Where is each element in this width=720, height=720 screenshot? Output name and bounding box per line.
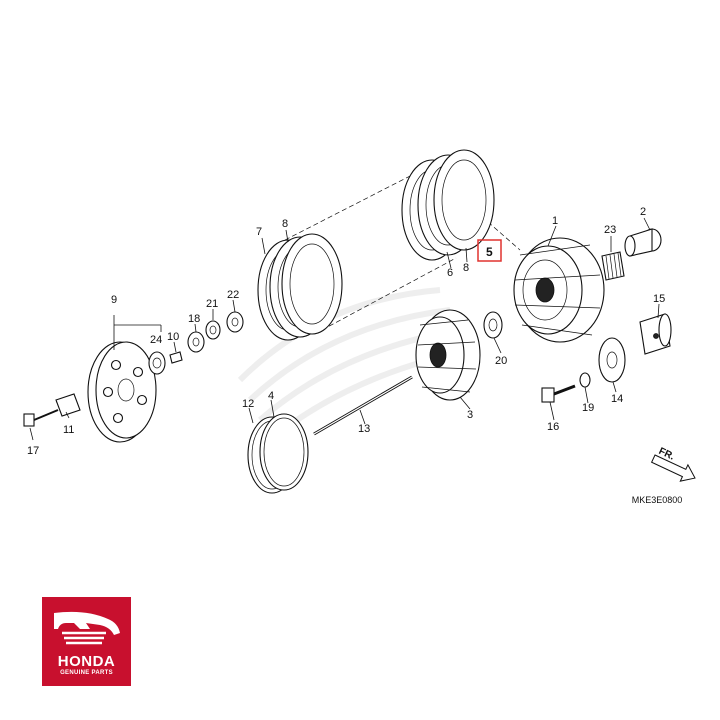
part-washer-22 — [226, 311, 244, 333]
part-o-rings — [247, 413, 309, 494]
callout-17: 17 — [27, 445, 39, 457]
front-direction-arrow: FR. — [650, 446, 696, 482]
callout-2: 2 — [640, 206, 646, 218]
callout-9: 9 — [111, 294, 117, 306]
highlight-box — [477, 239, 502, 262]
part-bolt-17 — [23, 409, 59, 427]
part-washer-19 — [579, 372, 591, 388]
callout-8-right: 8 — [463, 262, 469, 274]
callout-13: 13 — [358, 423, 370, 435]
logo-wordmark: HONDA — [57, 653, 116, 670]
part-lock-washer — [205, 320, 221, 340]
callout-24: 24 — [150, 334, 162, 346]
part-needle-bearing — [601, 251, 625, 281]
callout-15: 15 — [653, 293, 665, 305]
part-lock-nut — [187, 331, 205, 353]
callout-12: 12 — [242, 398, 254, 410]
part-thrust-washer — [483, 311, 503, 339]
part-bushing — [624, 228, 662, 257]
callout-18: 18 — [188, 313, 200, 325]
part-pressure-plate — [87, 341, 157, 443]
callout-labels: 7 8 6 8 1 2 23 15 3 20 14 19 16 13 12 4 … — [27, 206, 665, 457]
callout-5: 5 — [486, 245, 493, 259]
callout-20: 20 — [495, 355, 507, 367]
callout-4: 4 — [268, 390, 274, 402]
logo-tagline: GENUINE PARTS — [60, 670, 113, 676]
part-clutch-plates-left — [257, 233, 343, 341]
leader-lines — [29, 217, 660, 441]
callout-16: 16 — [547, 421, 559, 433]
part-clutch-spring — [55, 393, 81, 417]
callout-6: 6 — [447, 267, 453, 279]
honda-wing-icon — [54, 611, 120, 645]
part-bolt-16 — [541, 384, 576, 403]
callout-3: 3 — [467, 409, 473, 421]
diagram-code: MKE3E0800 — [632, 495, 683, 505]
part-collar — [639, 313, 672, 355]
callout-23: 23 — [604, 224, 616, 236]
honda-logo-badge: HONDA GENUINE PARTS — [42, 597, 131, 686]
callout-14: 14 — [611, 393, 623, 405]
part-lifter-rod — [313, 375, 413, 436]
callout-22: 22 — [227, 289, 239, 301]
part-bearing-24 — [148, 351, 166, 375]
part-clutch-outer — [513, 237, 605, 343]
callout-19: 19 — [582, 402, 594, 414]
callout-8-left: 8 — [282, 218, 288, 230]
callout-21: 21 — [206, 298, 218, 310]
callout-10: 10 — [167, 331, 179, 343]
callout-11: 11 — [63, 424, 74, 436]
callout-1: 1 — [552, 215, 558, 227]
part-clutch-plates-right — [401, 149, 495, 261]
highlighted-callout-5[interactable]: 5 — [477, 239, 502, 262]
callout-7: 7 — [256, 226, 262, 238]
part-lifter-piece — [169, 351, 183, 364]
part-primary-gear — [598, 337, 626, 383]
alignment-lines — [284, 174, 521, 331]
part-clutch-center — [415, 309, 481, 401]
